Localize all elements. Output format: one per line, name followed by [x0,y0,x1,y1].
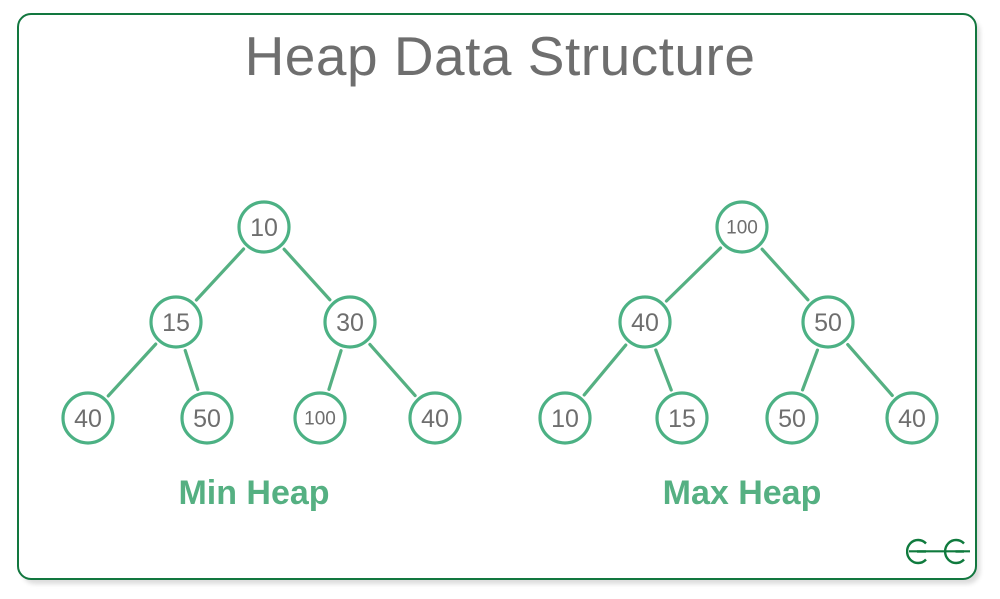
max-heap-caption: Max Heap [662,474,822,512]
tree-edge [846,342,894,398]
tree-edge [582,343,628,397]
node-label: 50 [814,309,842,337]
node-label: 10 [551,405,579,433]
tree-edge [368,342,417,398]
node-circle [237,200,291,254]
min-heap-caption: Min Heap [178,474,330,512]
node-circle [323,295,377,349]
tree-edge [106,342,158,398]
tree-node: 40 [408,391,462,445]
max-heap-tree: 100 40 50 10 15 50 40 [538,200,939,445]
node-circle [801,295,855,349]
tree-edge [654,348,673,392]
node-circle [885,391,939,445]
tree-edge [194,247,246,302]
gfg-logo-icon [906,538,970,565]
tree-node: 40 [618,295,672,349]
node-circle [715,200,769,254]
node-label: 100 [304,409,336,430]
node-circle [765,391,819,445]
tree-node: 100 [293,391,347,445]
node-label: 50 [778,405,806,433]
tree-node: 40 [885,391,939,445]
node-circle [293,391,347,445]
node-circle [618,295,672,349]
tree-edge [183,348,200,392]
node-label: 40 [898,405,926,433]
tree-node: 40 [61,391,115,445]
node-circle [149,295,203,349]
tree-edge [800,348,820,392]
node-label: 15 [162,309,190,337]
node-label: 50 [193,405,221,433]
tree-node: 100 [715,200,769,254]
tree-node: 50 [801,295,855,349]
node-label: 100 [726,218,758,239]
tree-node: 50 [180,391,234,445]
node-label: 10 [250,214,278,242]
tree-edge [664,246,723,303]
tree-node: 10 [538,391,592,445]
node-label: 15 [668,405,696,433]
node-circle [61,391,115,445]
geeksforgeeks-logo [906,534,972,568]
tree-node: 10 [237,200,291,254]
tree-node: 15 [655,391,709,445]
node-circle [655,391,709,445]
tree-edge [327,349,343,391]
node-label: 40 [74,405,102,433]
node-circle [538,391,592,445]
node-circle [180,391,234,445]
tree-edge [282,247,332,302]
node-label: 30 [336,309,364,337]
tree-edge [760,247,810,302]
tree-node: 30 [323,295,377,349]
tree-node: 50 [765,391,819,445]
tree-node: 15 [149,295,203,349]
node-circle [408,391,462,445]
node-label: 40 [631,309,659,337]
page-title: Heap Data Structure [244,25,756,87]
min-heap-tree: 10 15 30 40 50 100 40 [61,200,462,445]
node-label: 40 [421,405,449,433]
